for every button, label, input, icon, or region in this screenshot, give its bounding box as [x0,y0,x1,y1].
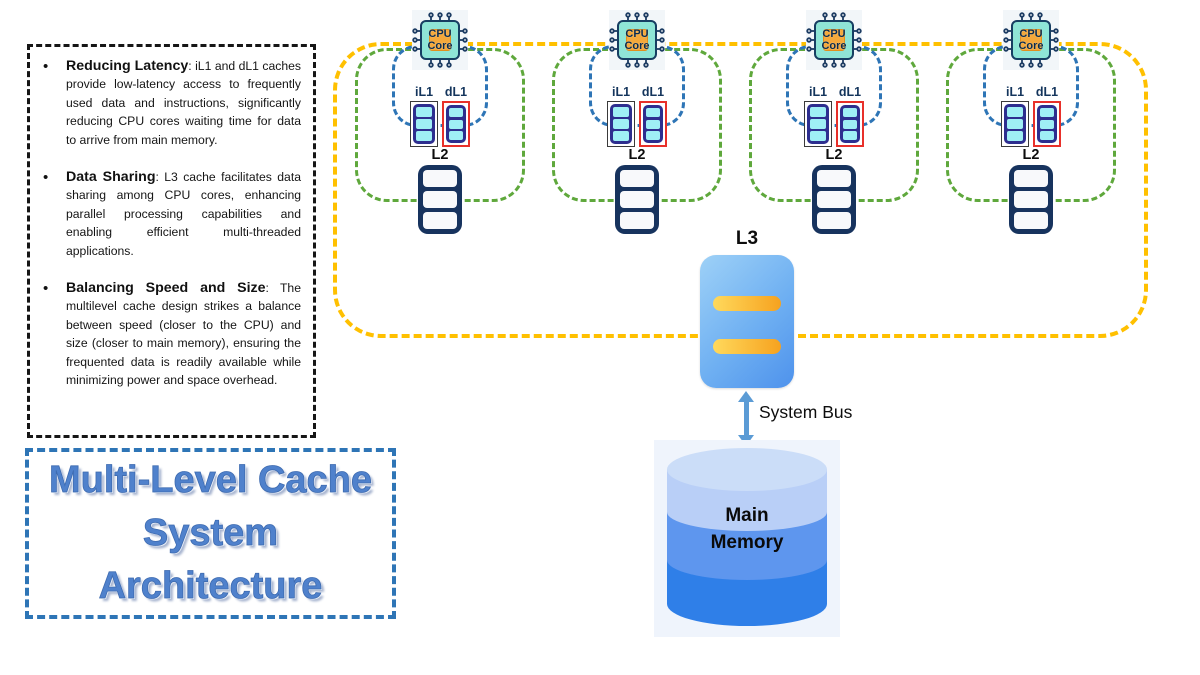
dl1-cache-icon [836,101,864,147]
arrow-shaft [743,400,749,437]
cpu-label-line: CPU [1019,28,1043,40]
core-cluster: CPU Core iL1 dL1 L2 [946,0,1116,245]
core-label-line: Core [624,40,650,52]
chip-die-icon [1020,29,1042,51]
bullet-body: : The multilevel cache design strikes a … [66,281,301,388]
l2-cache-icon [1009,165,1053,234]
l3-cache-icon [700,255,794,388]
bullet-marker: • [43,280,49,298]
main-memory-cylinder-top [667,448,827,491]
l3-bar-icon [713,339,781,354]
page-title-line-1: Multi-Level Cache [48,459,373,502]
dl1-cache-icon [1033,101,1061,147]
chip-pins-icon [806,12,862,68]
bullet-heading: Reducing Latency [66,58,189,74]
main-memory-label-line-1: Main [725,505,769,526]
chip-die-icon [823,29,845,51]
cpu-core-label: CPU Core [420,20,460,60]
l2-cache-icon [418,165,462,234]
system-bus-arrow-icon [738,391,754,446]
il1-cache-icon [410,101,438,147]
chip-die-icon [626,29,648,51]
cpu-core-label: CPU Core [617,20,657,60]
cpu-core-chip-icon: CPU Core [806,10,862,70]
chip-pins-icon [609,12,665,68]
bullet-body: : L3 cache facilitates data sharing amon… [66,170,301,258]
bullet-marker: • [43,58,49,75]
bullet-text: Data Sharing: L3 cache facilitates data … [66,168,301,260]
dl1-cache-label: dL1 [444,85,468,99]
il1-cache-label: iL1 [1005,85,1025,99]
cpu-label-line: CPU [822,28,846,40]
l2-cache-icon [812,165,856,234]
cpu-core-chip-icon: CPU Core [609,10,665,70]
il1-cache-label: iL1 [414,85,434,99]
il1-cache-icon [607,101,635,147]
il1-cache-icon [1001,101,1029,147]
cpu-label-line: CPU [428,28,452,40]
cpu-core-label: CPU Core [814,20,854,60]
il1-cache-label: iL1 [808,85,828,99]
core-label-line: Core [427,40,453,52]
bullet-heading: Data Sharing [66,169,156,186]
arrow-up-icon [738,391,754,402]
bullet-body: : iL1 and dL1 caches provide low-latency… [66,59,301,147]
core-label-line: Core [1018,40,1044,52]
dl1-cache-label: dL1 [838,85,862,99]
core-cluster: CPU Core iL1 dL1 L2 [552,0,722,245]
core-cluster: CPU Core iL1 dL1 L2 [749,0,919,245]
l2-cache-label: L2 [825,147,843,163]
info-panel: • Reducing Latency: iL1 and dL1 caches p… [27,44,316,438]
l3-cache-label: L3 [735,228,759,249]
dl1-cache-icon [639,101,667,147]
system-bus-label: System Bus [759,402,853,422]
title-box: Multi-Level Cache System Architecture [25,448,396,619]
l2-cache-icon [615,165,659,234]
bullet-heading: Balancing Speed and Size [66,280,266,297]
cpu-core-chip-icon: CPU Core [412,10,468,70]
main-memory-label-line-2: Memory [710,532,784,553]
il1-cache-label: iL1 [611,85,631,99]
dl1-cache-label: dL1 [1035,85,1059,99]
core-cluster: CPU Core iL1 dL1 L2 [355,0,525,245]
page-title-line-3: Architecture [98,565,323,608]
dl1-cache-label: dL1 [641,85,665,99]
bullet-item: • Data Sharing: L3 cache facilitates dat… [36,168,301,260]
bullet-text: Balancing Speed and Size: The multilevel… [66,279,301,389]
cpu-label-line: CPU [625,28,649,40]
dl1-cache-icon [442,101,470,147]
cpu-core-label: CPU Core [1011,20,1051,60]
cpu-core-chip-icon: CPU Core [1003,10,1059,70]
bullet-marker: • [43,169,49,187]
bullet-text: Reducing Latency: iL1 and dL1 caches pro… [66,57,301,149]
page-title-line-2: System [142,512,279,555]
bullet-item: • Reducing Latency: iL1 and dL1 caches p… [36,57,301,149]
chip-die-icon [429,29,451,51]
l2-cache-label: L2 [1022,147,1040,163]
l3-bar-icon [713,296,781,311]
core-label-line: Core [821,40,847,52]
bullet-item: • Balancing Speed and Size: The multilev… [36,279,301,389]
il1-cache-icon [804,101,832,147]
l2-cache-label: L2 [431,147,449,163]
l2-cache-label: L2 [628,147,646,163]
